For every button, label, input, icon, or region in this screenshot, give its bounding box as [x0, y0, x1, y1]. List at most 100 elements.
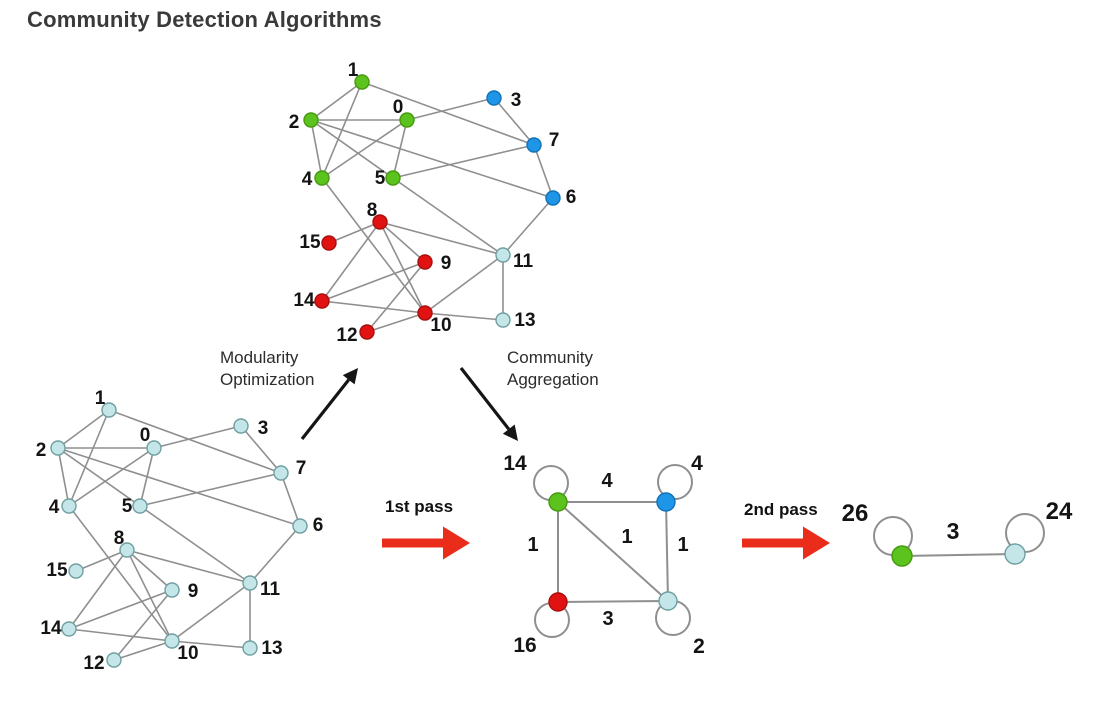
- optimized-graph-edge-6-7: [533, 144, 554, 199]
- input-graph-node-4: [61, 498, 77, 514]
- community-aggregation-line1: Community: [507, 348, 593, 367]
- optimized-graph-node-9: [417, 254, 433, 270]
- optimized-graph-edge-9-12: [366, 261, 426, 333]
- input-graph-edge-5-11: [139, 505, 251, 584]
- input-graph-node-1: [101, 402, 117, 418]
- optimized-graph-node-12: [359, 324, 375, 340]
- input-graph-edge-8-15: [75, 549, 128, 572]
- final-graph-self-loop-weight-cyan: 24: [1046, 498, 1073, 525]
- input-graph-edge-8-9: [126, 549, 173, 591]
- optimized-graph-edge-2-6: [310, 119, 554, 199]
- optimized-graph-node-label-8: 8: [367, 200, 378, 221]
- optimized-graph-node-4: [314, 170, 330, 186]
- optimized-graph-edge-3-7: [493, 97, 535, 146]
- input-graph-edge-2-6: [57, 447, 301, 527]
- second-pass-label: 2nd pass: [744, 500, 818, 519]
- input-graph-edge-0-3: [153, 425, 242, 449]
- optimized-graph-node-label-15: 15: [299, 232, 321, 253]
- aggregated-graph-edge-weight-green-cyan: 1: [621, 526, 632, 548]
- input-graph-edge-8-11: [126, 549, 251, 584]
- optimized-graph-edge-8-10: [379, 221, 426, 314]
- optimized-graph-node-label-2: 2: [289, 112, 300, 133]
- optimized-graph-node-7: [526, 137, 542, 153]
- input-graph-node-11: [242, 575, 258, 591]
- optimized-graph-node-label-0: 0: [393, 97, 404, 118]
- input-graph-node-5: [132, 498, 148, 514]
- optimized-graph-edge-10-14: [321, 300, 426, 314]
- optimized-graph-node-14: [314, 293, 330, 309]
- input-graph-node-6: [292, 518, 308, 534]
- optimized-graph-node-label-12: 12: [336, 325, 357, 346]
- final-graph-edge-green-cyan: [901, 553, 1016, 557]
- optimized-graph-node-15: [321, 235, 337, 251]
- input-graph-edge-6-7: [280, 472, 301, 527]
- aggregated-graph-edge-weight-green-blue: 4: [601, 470, 613, 492]
- input-graph-node-label-0: 0: [140, 425, 151, 446]
- optimized-graph-node-label-11: 11: [513, 251, 534, 272]
- input-graph-edge-2-4: [57, 447, 70, 507]
- optimized-graph-node-label-6: 6: [566, 187, 577, 208]
- optimized-graph-node-5: [385, 170, 401, 186]
- modularity-arrow: [300, 378, 350, 440]
- aggregated-graph-edge-weight-blue-cyan: 1: [677, 534, 688, 556]
- page-title: Community Detection Algorithms: [27, 7, 382, 32]
- optimized-graph-node-label-5: 5: [375, 168, 386, 189]
- input-graph-node-label-7: 7: [296, 458, 307, 479]
- optimized-graph-edge-5-11: [392, 177, 504, 256]
- input-graph-node-14: [61, 621, 77, 637]
- input-graph-edge-1-2: [57, 409, 110, 449]
- input-graph-edge-9-12: [113, 589, 173, 661]
- input-graph-edge-8-14: [68, 549, 128, 630]
- community-aggregation-line2: Aggregation: [507, 370, 599, 389]
- input-graph-edge-10-11: [171, 582, 251, 642]
- input-graph-node-12: [106, 652, 122, 668]
- aggregated-graph-node-blue: [656, 492, 676, 512]
- optimized-graph-edge-9-14: [321, 261, 426, 302]
- optimized-graph-node-label-13: 13: [514, 310, 535, 331]
- optimized-graph-node-label-9: 9: [441, 253, 452, 274]
- input-graph-node-15: [68, 563, 84, 579]
- optimized-graph-edge-8-14: [321, 221, 381, 302]
- final-graph-edge-weight-green-cyan: 3: [947, 518, 960, 544]
- input-graph-node-2: [50, 440, 66, 456]
- input-graph-edge-0-4: [68, 447, 155, 507]
- optimized-graph-edge-4-10: [321, 177, 426, 314]
- optimized-graph-node-3: [486, 90, 502, 106]
- input-graph-edge-10-12: [113, 640, 173, 661]
- input-graph-edge-4-10: [68, 505, 173, 642]
- aggregated-graph-self-loop-weight-red: 16: [513, 634, 536, 657]
- input-graph-node-label-4: 4: [49, 497, 60, 518]
- aggregated-graph-node-green: [548, 492, 568, 512]
- optimized-graph-edge-8-11: [379, 221, 504, 256]
- input-graph-node-8: [119, 542, 135, 558]
- optimized-graph-node-11: [495, 247, 511, 263]
- input-graph-edge-2-5: [57, 447, 141, 507]
- optimized-graph-node-label-1: 1: [348, 60, 359, 81]
- input-graph-edge-10-13: [171, 640, 251, 649]
- optimized-graph-edge-8-15: [328, 221, 381, 244]
- aggregated-graph-self-loop-weight-green: 14: [503, 452, 527, 475]
- aggregated-graph-node-cyan: [658, 591, 678, 611]
- aggregated-graph-edge-red-cyan: [557, 600, 669, 603]
- modularity-optimization-label: Modularity Optimization: [220, 347, 314, 391]
- optimized-graph-edge-0-3: [406, 97, 495, 121]
- optimized-graph-edge-10-11: [424, 254, 504, 314]
- final-graph-node-green: [891, 545, 913, 567]
- optimized-graph-node-0: [399, 112, 415, 128]
- input-graph-edge-1-7: [108, 409, 282, 474]
- aggregation-arrow: [459, 367, 511, 431]
- aggregated-graph-edge-green-cyan: [557, 501, 669, 602]
- aggregated-graph-edge-weight-red-cyan: 3: [602, 608, 613, 630]
- input-graph-node-label-9: 9: [188, 581, 199, 602]
- optimized-graph-edge-6-11: [502, 197, 554, 256]
- input-graph-node-10: [164, 633, 180, 649]
- optimized-graph-edge-1-2: [310, 81, 363, 121]
- input-graph-edge-10-14: [68, 628, 173, 642]
- aggregated-graph-edge-blue-cyan: [665, 501, 669, 602]
- second-pass-arrow: [742, 526, 830, 560]
- input-graph-node-3: [233, 418, 249, 434]
- input-graph-node-9: [164, 582, 180, 598]
- aggregated-graph-self-loop-weight-blue: 4: [691, 452, 703, 475]
